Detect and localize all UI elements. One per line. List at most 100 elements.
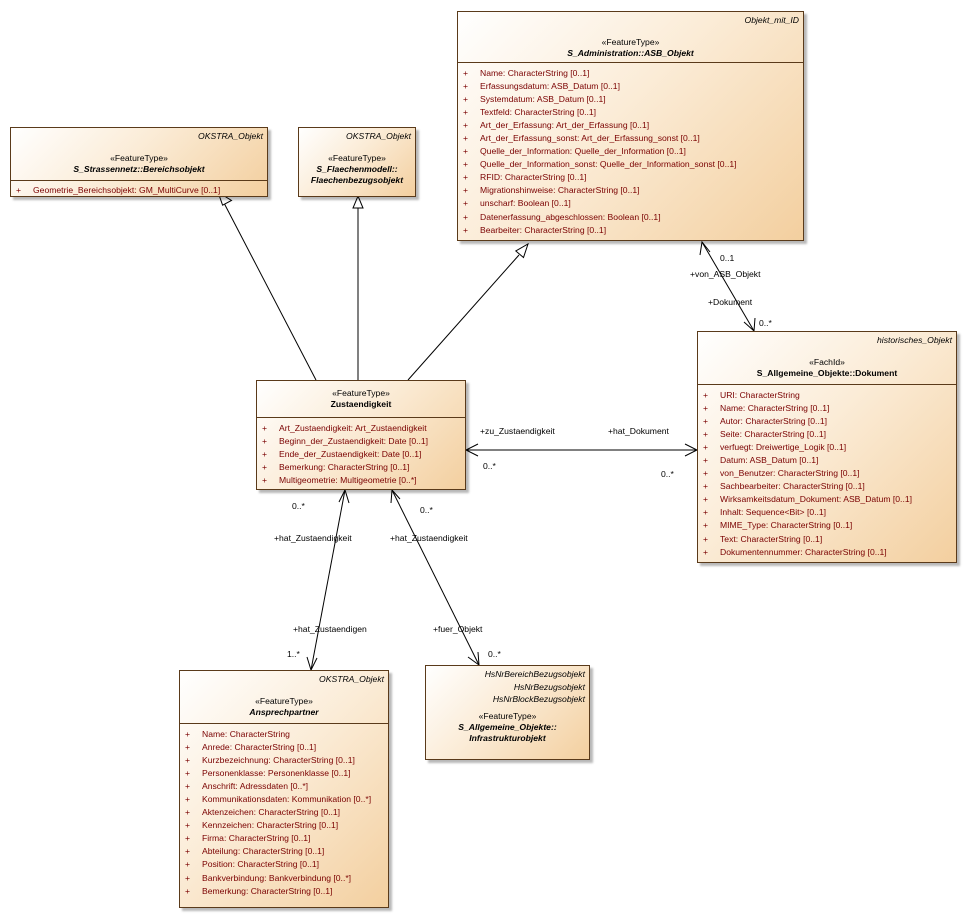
- multiplicity-label: 0..*: [661, 469, 674, 479]
- attribute-text: Firma: CharacterString [0..1]: [202, 833, 311, 844]
- class-name-line-1: S_Allgemeine_Objekte::: [458, 721, 557, 732]
- generalization-to-asb-objekt[interactable]: [407, 254, 520, 381]
- attribute-row[interactable]: +Kennzeichen: CharacterString [0..1]: [180, 819, 388, 832]
- attribute-row[interactable]: +Firma: CharacterString [0..1]: [180, 832, 388, 845]
- attribute-row[interactable]: +Art_Zustaendigkeit: Art_Zustaendigkeit: [257, 422, 465, 435]
- attribute-text: Multigeometrie: Multigeometrie [0..*]: [279, 475, 417, 486]
- stereotype: «FeatureType»: [601, 36, 660, 47]
- visibility-marker: +: [185, 755, 191, 766]
- attribute-row[interactable]: +Art_der_Erfassung_sonst: Art_der_Erfass…: [458, 132, 803, 145]
- attribute-row[interactable]: +Anrede: CharacterString [0..1]: [180, 741, 388, 754]
- attribute-row[interactable]: +Datum: ASB_Datum [0..1]: [698, 454, 956, 467]
- role-label: +zu_Zustaendigkeit: [480, 426, 555, 436]
- attribute-row[interactable]: +Wirksamkeitsdatum_Dokument: ASB_Datum […: [698, 493, 956, 506]
- attribute-row[interactable]: +Ende_der_Zustaendigkeit: Date [0..1]: [257, 448, 465, 461]
- visibility-marker: +: [463, 68, 469, 78]
- attribute-text: Erfassungsdatum: ASB_Datum [0..1]: [480, 81, 620, 92]
- attribute-row[interactable]: + Name: CharacterString [0..1]: [458, 67, 803, 80]
- attribute-row[interactable]: +Seite: CharacterString [0..1]: [698, 428, 956, 441]
- attribute-row[interactable]: +RFID: CharacterString [0..1]: [458, 171, 803, 184]
- attribute-row[interactable]: +Migrationshinweise: CharacterString [0.…: [458, 184, 803, 197]
- attribute-row[interactable]: +Geometrie_Bereichsobjekt: GM_MultiCurve…: [11, 184, 267, 197]
- attribute-row[interactable]: +Textfeld: CharacterString [0..1]: [458, 106, 803, 119]
- attribute-row[interactable]: +Position: CharacterString [0..1]: [180, 858, 388, 871]
- attribute-row[interactable]: + Datenerfassung_abgeschlossen: Boolean […: [458, 211, 803, 224]
- attribute-compartment: +Geometrie_Bereichsobjekt: GM_MultiCurve…: [11, 180, 267, 199]
- attribute-row[interactable]: +Bemerkung: CharacterString [0..1]: [257, 461, 465, 474]
- attribute-row[interactable]: +unscharf: Boolean [0..1]: [458, 197, 803, 210]
- visibility-marker: +: [185, 781, 191, 792]
- multiplicity-label: 0..1: [720, 253, 735, 263]
- attribute-text: Kommunikationsdaten: Kommunikation [0..*…: [202, 794, 372, 805]
- visibility-marker: +: [703, 442, 709, 453]
- attribute-row[interactable]: + Sachbearbeiter: CharacterString [0..1]: [698, 480, 956, 493]
- attribute-row[interactable]: +Autor: CharacterString [0..1]: [698, 415, 956, 428]
- attribute-text: Art_Zustaendigkeit: Art_Zustaendigkeit: [279, 423, 427, 433]
- attribute-row[interactable]: +Bearbeiter: CharacterString [0..1]: [458, 224, 803, 237]
- attribute-row[interactable]: +Personenklasse: Personenklasse [0..1]: [180, 767, 388, 780]
- attribute-row[interactable]: +Name: CharacterString [0..1]: [698, 402, 956, 415]
- generalization-to-bereichsobjekt[interactable]: [223, 202, 317, 381]
- attribute-text: Autor: CharacterString [0..1]: [720, 416, 827, 427]
- arrowhead-asb-objekt: [699, 240, 711, 256]
- attribute-text: Name: CharacterString [0..1]: [480, 68, 590, 78]
- association-zustaendigkeit-ansprechpartner[interactable]: [310, 489, 346, 671]
- class-zustaendigkeit[interactable]: «FeatureType» Zustaendigkeit +Art_Zustae…: [256, 380, 466, 490]
- attribute-row[interactable]: +Multigeometrie: Multigeometrie [0..*]: [257, 474, 465, 487]
- attribute-text: Anrede: CharacterString [0..1]: [202, 742, 317, 753]
- attribute-row[interactable]: +Systemdatum: ASB_Datum [0..1]: [458, 93, 803, 106]
- visibility-marker: +: [185, 885, 191, 896]
- attribute-text: Quelle_der_Information_sonst: Quelle_der…: [480, 159, 737, 170]
- arrowhead-zustaendigkeit-right: [464, 443, 479, 457]
- stereotype: «FeatureType»: [110, 152, 168, 163]
- class-dokument[interactable]: historisches_Objekt «FachId» S_Allgemein…: [697, 331, 957, 563]
- attribute-row[interactable]: +Beginn_der_Zustaendigkeit: Date [0..1]: [257, 435, 465, 448]
- visibility-marker: +: [185, 820, 191, 831]
- attribute-row[interactable]: +Abteilung: CharacterString [0..1]: [180, 845, 388, 858]
- attribute-text: Bemerkung: CharacterString [0..1]: [202, 885, 333, 896]
- attribute-text: Bankverbindung: Bankverbindung [0..*]: [202, 872, 352, 883]
- association-zustaendigkeit-infrastrukturobjekt[interactable]: [391, 489, 480, 666]
- visibility-marker: +: [185, 729, 191, 739]
- class-tag: OKSTRA_Objekt: [319, 674, 384, 684]
- attribute-row[interactable]: +Aktenzeichen: CharacterString [0..1]: [180, 806, 388, 819]
- visibility-marker: +: [703, 494, 709, 505]
- class-bereichsobjekt[interactable]: OKSTRA_Objekt «FeatureType» S_Strassenne…: [10, 127, 268, 197]
- visibility-marker: +: [703, 481, 709, 492]
- class-infrastrukturobjekt[interactable]: HsNrBereichBezugsobjekt HsNrBezugsobjekt…: [425, 665, 590, 760]
- attribute-row[interactable]: +Kommunikationsdaten: Kommunikation [0..…: [180, 793, 388, 806]
- attribute-row[interactable]: +Text: CharacterString [0..1]: [698, 533, 956, 546]
- attribute-row[interactable]: +Quelle_der_Information: Quelle_der_Info…: [458, 145, 803, 158]
- attribute-row[interactable]: +Erfassungsdatum: ASB_Datum [0..1]: [458, 80, 803, 93]
- class-name: Ansprechpartner: [249, 706, 319, 717]
- attribute-text: Systemdatum: ASB_Datum [0..1]: [480, 94, 606, 105]
- class-ansprechpartner[interactable]: OKSTRA_Objekt «FeatureType» Ansprechpart…: [179, 670, 389, 908]
- attribute-row[interactable]: +URI: CharacterString: [698, 389, 956, 402]
- class-flaechenbezugsobjekt[interactable]: OKSTRA_Objekt «FeatureType» S_Flaechenmo…: [298, 127, 416, 197]
- multiplicity-label: 0..*: [292, 501, 305, 511]
- attribute-row[interactable]: +von_Benutzer: CharacterString [0..1]: [698, 467, 956, 480]
- attribute-row[interactable]: +Quelle_der_Information_sonst: Quelle_de…: [458, 158, 803, 171]
- attribute-row[interactable]: +Kurzbezeichnung: CharacterString [0..1]: [180, 754, 388, 767]
- attribute-row[interactable]: +Dokumentennummer: CharacterString [0..1…: [698, 546, 956, 559]
- attribute-row[interactable]: + Bemerkung: CharacterString [0..1]: [180, 885, 388, 898]
- association-asb-objekt-dokument[interactable]: [701, 241, 755, 332]
- class-tag: historisches_Objekt: [877, 335, 952, 345]
- attribute-row[interactable]: +MIME_Type: CharacterString [0..1]: [698, 519, 956, 532]
- attribute-row[interactable]: +verfuegt: Dreiwertige_Logik [0..1]: [698, 441, 956, 454]
- attribute-row[interactable]: +Anschrift: Adressdaten [0..*]: [180, 780, 388, 793]
- visibility-marker: +: [463, 198, 469, 209]
- class-name: S_Strassennetz::Bereichsobjekt: [73, 163, 205, 174]
- visibility-marker: +: [703, 390, 709, 400]
- visibility-marker: +: [463, 211, 469, 222]
- attribute-text: Seite: CharacterString [0..1]: [720, 429, 827, 440]
- attribute-text: Datenerfassung_abgeschlossen: Boolean [0…: [480, 211, 661, 222]
- attribute-text: Sachbearbeiter: CharacterString [0..1]: [720, 481, 865, 492]
- class-asb-objekt[interactable]: Objekt_mit_ID «FeatureType» S_Administra…: [457, 11, 804, 241]
- attribute-row[interactable]: +Name: CharacterString: [180, 728, 388, 741]
- attribute-row[interactable]: +Art_der_Erfassung: Art_der_Erfassung [0…: [458, 119, 803, 132]
- attribute-row[interactable]: +Bankverbindung: Bankverbindung [0..*]: [180, 872, 388, 885]
- attribute-row[interactable]: +Inhalt: Sequence<Bit> [0..1]: [698, 506, 956, 519]
- attribute-text: Art_der_Erfassung_sonst: Art_der_Erfassu…: [480, 133, 700, 144]
- attribute-text: Abteilung: CharacterString [0..1]: [202, 846, 325, 857]
